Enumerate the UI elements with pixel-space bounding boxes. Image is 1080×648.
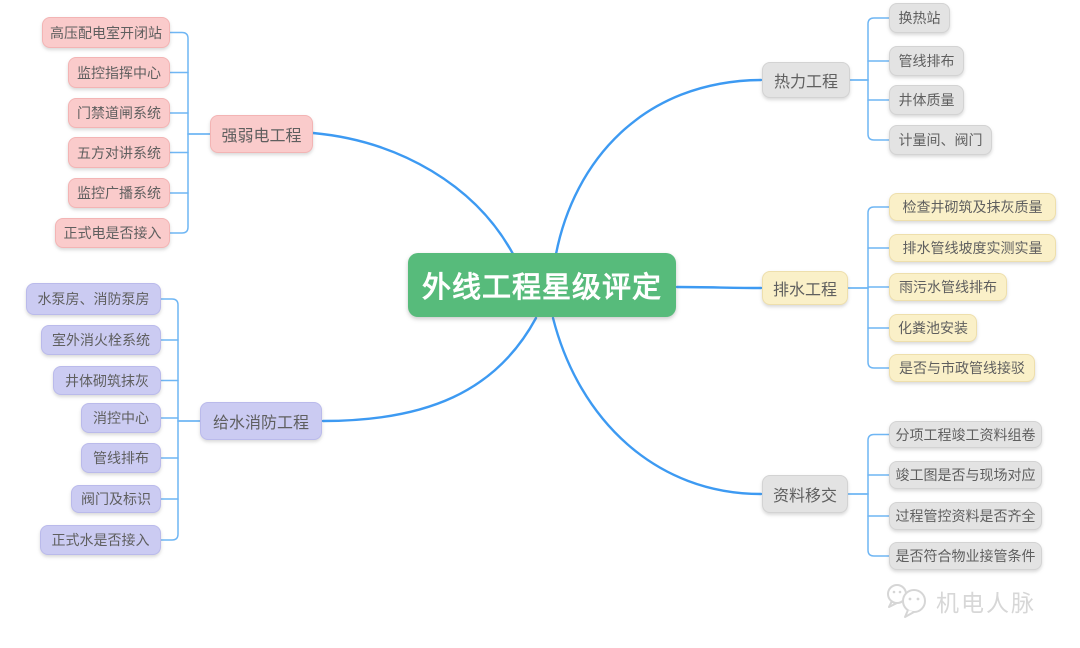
connector-path <box>321 316 538 423</box>
connector-path <box>554 78 763 256</box>
child-topic[interactable]: 雨污水管线排布 <box>889 273 1007 301</box>
child-topic[interactable]: 室外消火栓系统 <box>41 325 161 355</box>
child-topic[interactable]: 管线排布 <box>81 443 161 473</box>
child-topic[interactable]: 过程管控资料是否齐全 <box>889 502 1042 530</box>
connector-path <box>867 17 890 141</box>
child-topic[interactable]: 井体质量 <box>889 85 964 115</box>
connector-path <box>169 31 189 234</box>
child-topic[interactable]: 检查井砌筑及抹灰质量 <box>889 193 1056 221</box>
child-topic[interactable]: 高压配电室开闭站 <box>42 17 170 48</box>
child-topic[interactable]: 是否与市政管线接驳 <box>889 354 1035 382</box>
child-topic[interactable]: 监控指挥中心 <box>68 57 170 88</box>
child-topic[interactable]: 是否符合物业接管条件 <box>889 542 1042 570</box>
watermark: 机电人脉 <box>884 580 1036 622</box>
branch-topic-water-supply-fire[interactable]: 给水消防工程 <box>200 402 322 440</box>
connector-path <box>675 285 763 290</box>
child-topic[interactable]: 门禁道闸系统 <box>68 98 170 128</box>
child-topic[interactable]: 阀门及标识 <box>71 485 161 513</box>
connector-path <box>160 298 179 541</box>
child-topic[interactable]: 竣工图是否与现场对应 <box>889 461 1042 489</box>
child-topic[interactable]: 正式电是否接入 <box>55 218 170 248</box>
child-topic[interactable]: 分项工程竣工资料组卷 <box>889 421 1042 448</box>
connector-path <box>867 206 890 369</box>
child-topic[interactable]: 排水管线坡度实测实量 <box>889 234 1056 262</box>
child-topic[interactable]: 监控广播系统 <box>68 178 170 208</box>
child-topic[interactable]: 正式水是否接入 <box>40 525 161 555</box>
branch-topic-data-handover[interactable]: 资料移交 <box>762 475 848 513</box>
connector-path <box>867 433 890 557</box>
child-topic[interactable]: 五方对讲系统 <box>68 137 170 168</box>
child-topic[interactable]: 计量间、阀门 <box>889 125 992 155</box>
child-topic[interactable]: 化粪池安装 <box>889 314 977 342</box>
connector-path <box>551 316 763 496</box>
child-topic[interactable]: 管线排布 <box>889 46 964 76</box>
watermark-label: 机电人脉 <box>936 590 1036 616</box>
center-topic[interactable]: 外线工程星级评定 <box>408 253 676 317</box>
child-topic[interactable]: 消控中心 <box>81 403 161 433</box>
child-topic[interactable]: 井体砌筑抹灰 <box>53 366 161 395</box>
connector-path <box>311 131 515 256</box>
child-topic[interactable]: 换热站 <box>889 3 950 33</box>
branch-topic-strong-weak-electric[interactable]: 强弱电工程 <box>210 115 313 153</box>
wechat-bubbles-icon <box>887 584 926 618</box>
branch-topic-drainage[interactable]: 排水工程 <box>762 271 848 305</box>
child-topic[interactable]: 水泵房、消防泵房 <box>26 283 161 315</box>
branch-topic-heating[interactable]: 热力工程 <box>762 62 850 98</box>
